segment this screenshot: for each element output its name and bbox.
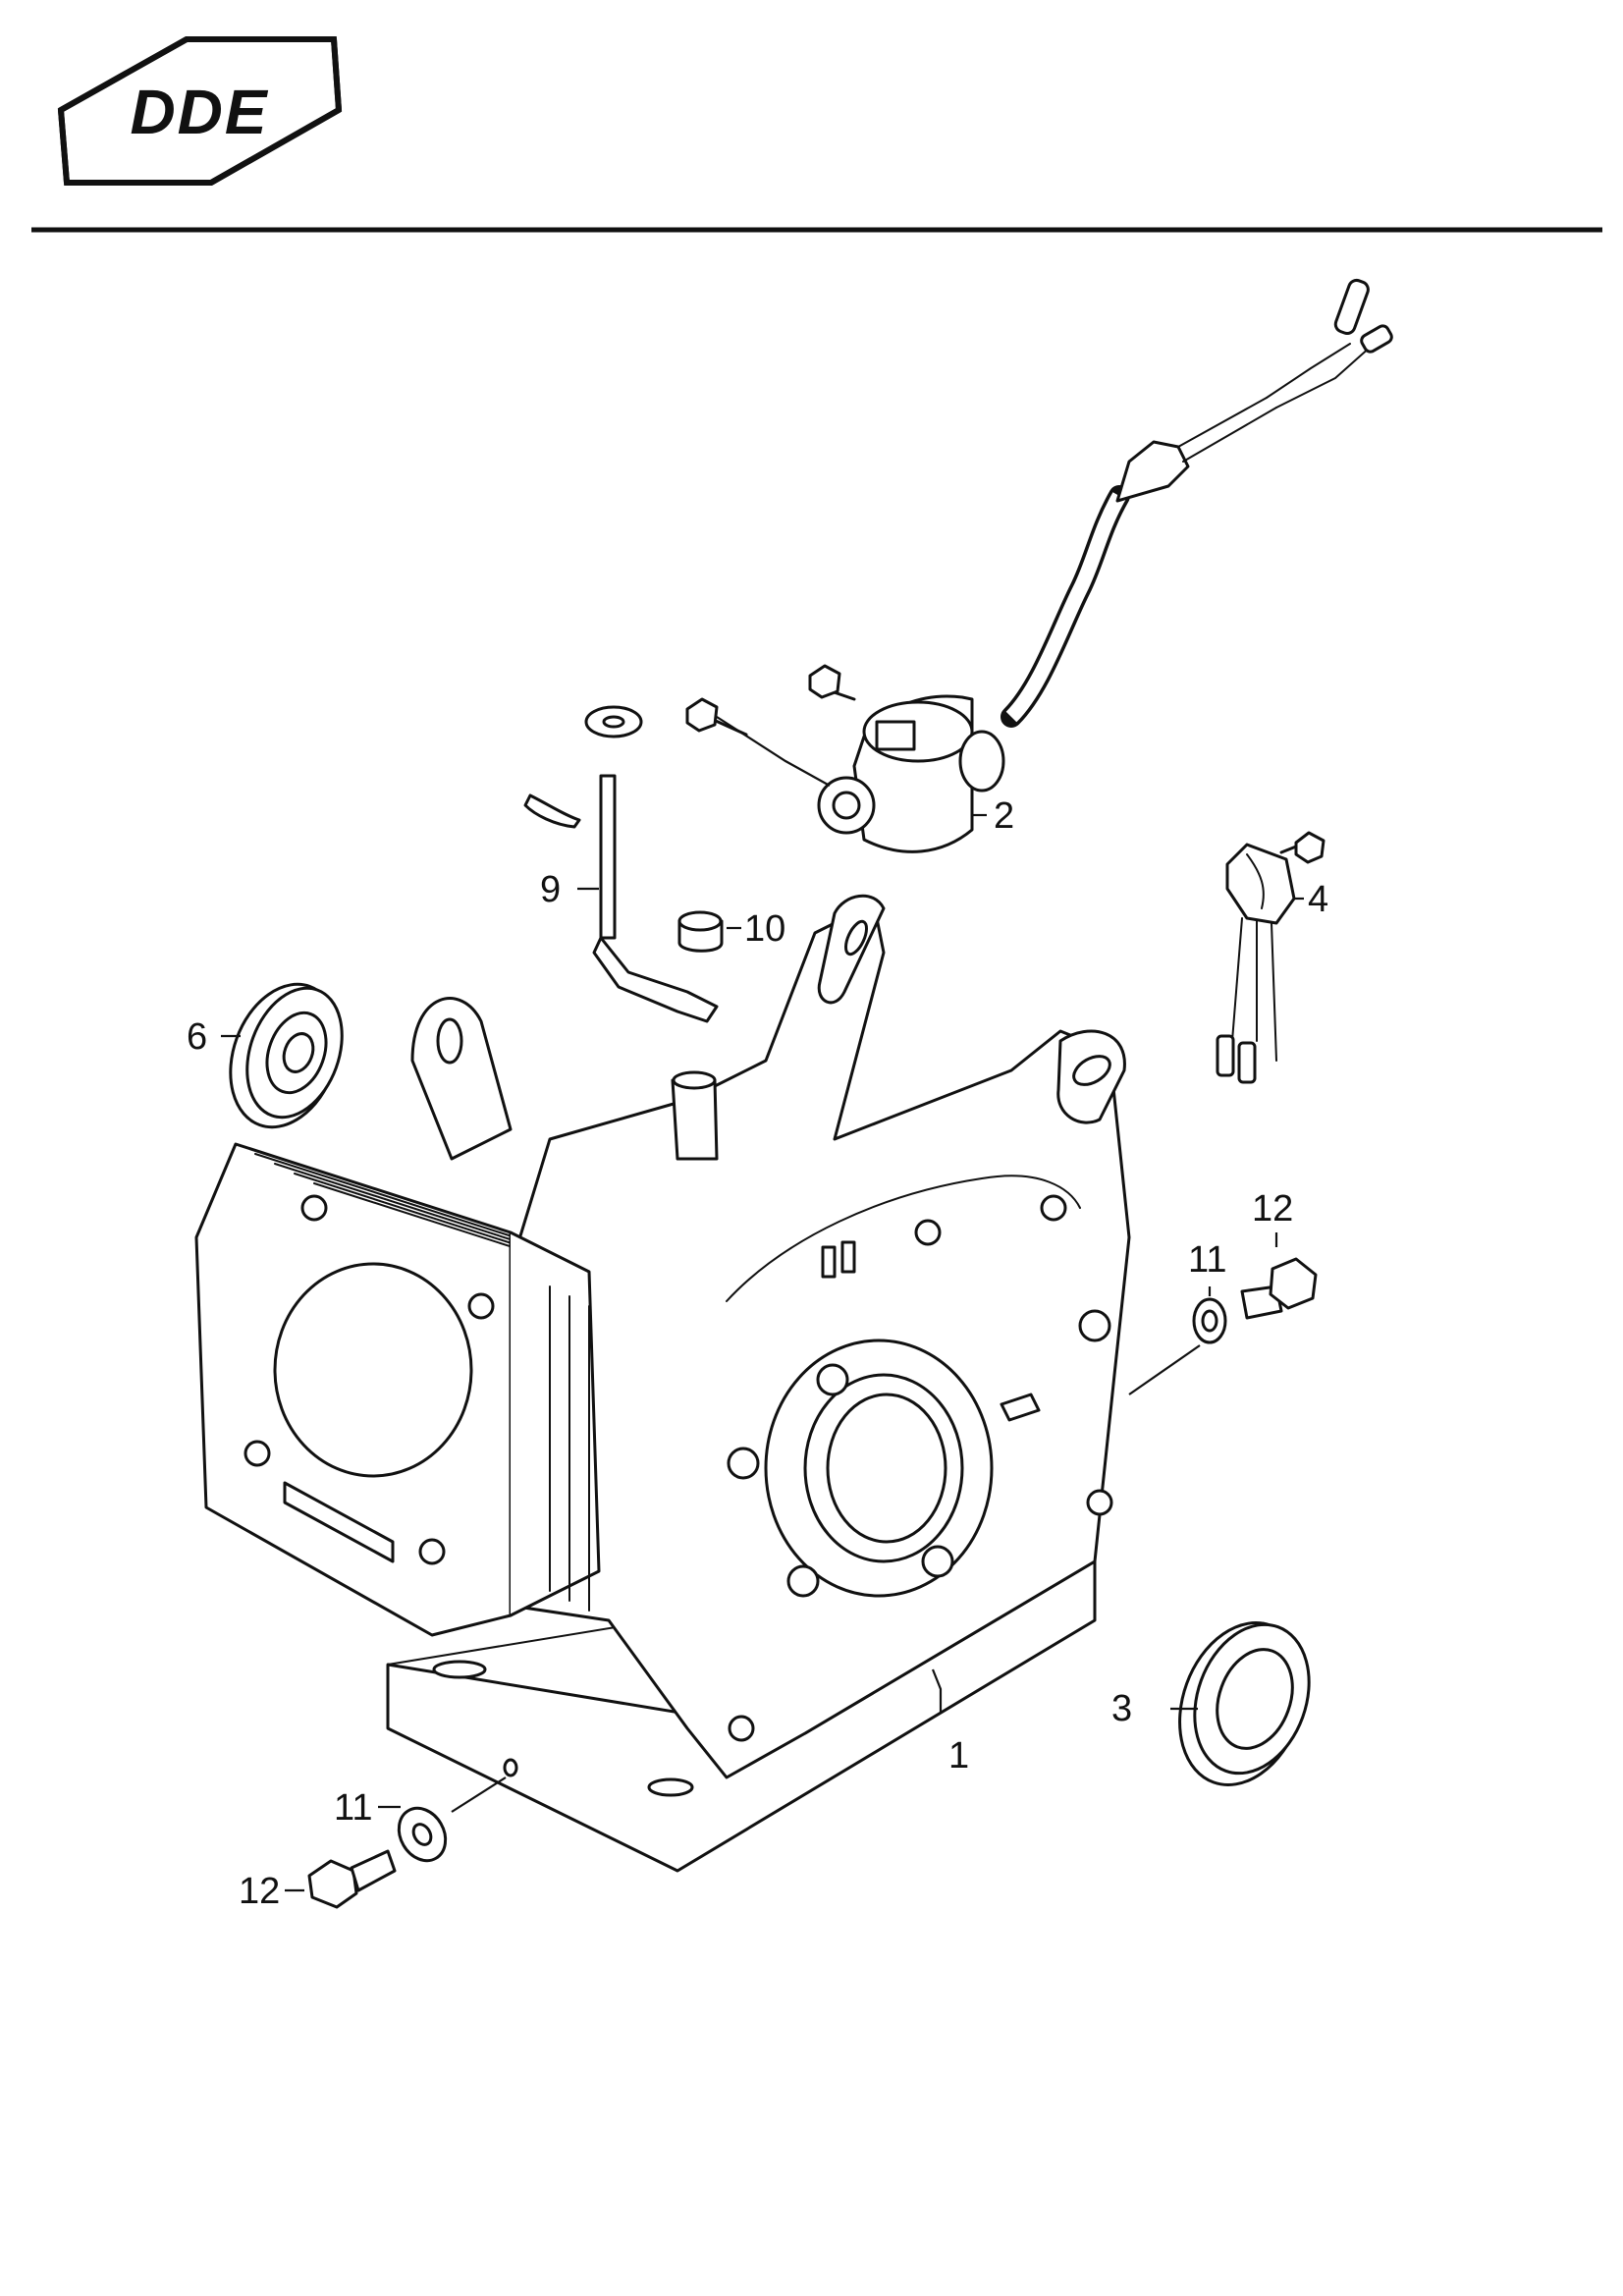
callout-12-left: 12 <box>239 1871 280 1912</box>
callout-9: 9 <box>540 869 561 910</box>
part-ignition-coil <box>685 278 1393 853</box>
callout-1: 1 <box>948 1735 969 1777</box>
part-washer-bolt-left <box>307 1758 518 1909</box>
part-bearing <box>229 982 344 1129</box>
part-washer-bolt-right <box>1128 1257 1318 1395</box>
callout-2: 2 <box>994 795 1014 837</box>
callout-11-left: 11 <box>334 1787 372 1829</box>
logo-text: DDE <box>130 77 268 147</box>
dde-logo: DDE <box>57 36 343 186</box>
callout-11-right: 11 <box>1188 1239 1226 1281</box>
logo-border <box>57 36 343 186</box>
part-crankcase <box>194 894 1131 1873</box>
part-governor-rod <box>523 774 719 1023</box>
part-bushing <box>677 910 724 953</box>
part-oil-switch <box>1216 831 1325 1084</box>
callout-6: 6 <box>187 1016 207 1058</box>
callout-leaders <box>221 813 1304 1892</box>
part-oil-seal <box>1178 1621 1311 1786</box>
callout-12-right: 12 <box>1252 1188 1293 1230</box>
callout-4: 4 <box>1308 879 1328 920</box>
callout-10: 10 <box>744 908 785 950</box>
callout-3: 3 <box>1111 1688 1132 1729</box>
